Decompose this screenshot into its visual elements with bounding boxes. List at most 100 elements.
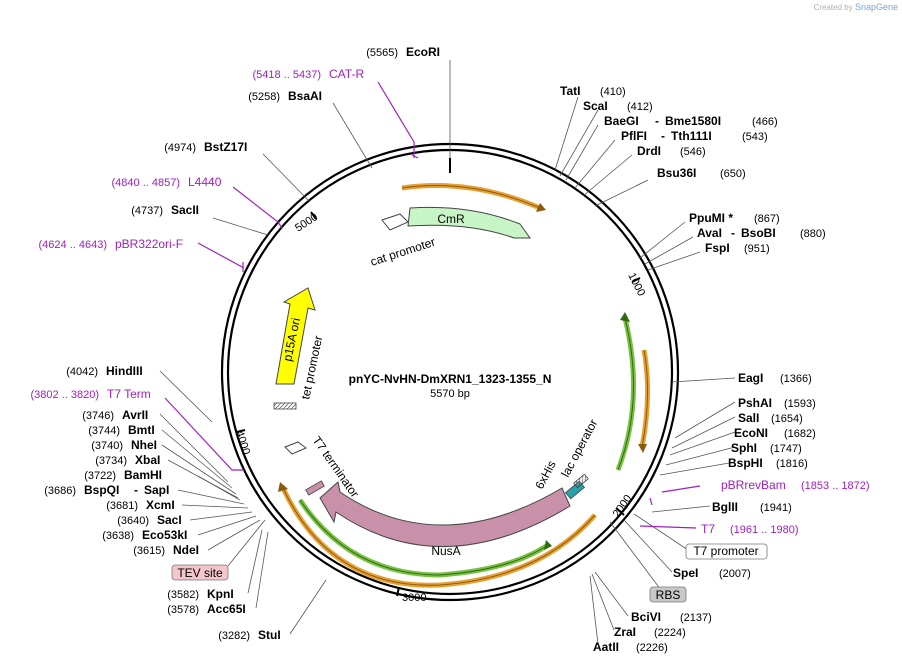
- site-sphi-name: SphI: [731, 441, 757, 455]
- tet-promoter-label: tet promoter: [298, 334, 325, 400]
- site-fspi-name: FspI: [705, 241, 730, 255]
- tick-marks: [236, 158, 641, 597]
- site-acc65i-name: Acc65I: [207, 602, 246, 616]
- site-avai-name: AvaI: [697, 226, 722, 240]
- cat-r-orange-arc: [401, 183, 541, 211]
- site-zrai-pos: (2224): [654, 627, 686, 639]
- his-tag-label: 6xHis: [532, 458, 558, 491]
- t7-promoter-box: [685, 543, 768, 560]
- site-cat-r-pos: (5418 .. 5437): [253, 69, 322, 81]
- site-eagi-pos: (1366): [780, 373, 812, 385]
- nusa-label: NusA: [431, 544, 460, 558]
- site-econi-pos: (1682): [784, 428, 816, 440]
- site-bsphi-pos: (1816): [776, 458, 808, 470]
- tet-promoter-mark: [273, 402, 297, 410]
- cat-r-arrowhead: [536, 203, 546, 212]
- site-bglii-name: BglII: [712, 500, 738, 514]
- site-bsaai-pos: (5258): [248, 91, 280, 103]
- site-sacii-name: SacII: [171, 203, 199, 217]
- site-bstz17i-pos: (4974): [164, 142, 196, 154]
- site-pflfi-pos: (543): [742, 131, 768, 143]
- snapgene-logo: SnapGene: [854, 2, 898, 12]
- site-l4440-pos: (4840 .. 4857): [112, 177, 181, 189]
- site-sali-pos: (1654): [771, 413, 803, 425]
- site-pshai-name: PshAI: [738, 396, 772, 410]
- site-drdi-name: DrdI: [637, 144, 661, 158]
- site-hindiii-name: HindIII: [106, 364, 143, 378]
- cat-promoter-arrow: [381, 213, 409, 231]
- site-baegi-sep: -: [655, 114, 659, 128]
- site-pshai-pos: (1593): [784, 398, 816, 410]
- site-pbrrevbam-pos: (1853 .. 1872): [801, 480, 870, 492]
- site-baegi-pos: (466): [752, 116, 778, 128]
- site-bcivi-name: BciVI: [631, 610, 661, 624]
- site-nhei-pos: (3740): [91, 440, 123, 452]
- t7-terminator-arrow: [284, 441, 307, 455]
- tev-site-box: [171, 564, 229, 581]
- site-pflfi-name: PflFI: [621, 129, 647, 143]
- site-bamhi-pos: (3722): [84, 470, 116, 482]
- site-drdi-pos: (546): [680, 146, 706, 158]
- leader-lines: [159, 60, 736, 645]
- plasmid-size: 5570 bp: [430, 388, 470, 400]
- tick-label-2000: 2000: [611, 493, 635, 520]
- site-tev-site-name: TEV site: [177, 566, 223, 580]
- site-xbai-name: XbaI: [135, 453, 160, 467]
- site-aatii-pos: (2226): [636, 642, 668, 654]
- site-bspqi-sep: -: [134, 483, 138, 497]
- nusa-arrow: [319, 481, 571, 548]
- site-fspi-pos: (951): [744, 243, 770, 255]
- site-avrii-pos: (3746): [82, 410, 114, 422]
- credit-text: Created by: [813, 3, 853, 12]
- site-ndei-pos: (3615): [133, 545, 165, 557]
- site-baegi-name: BaeGI: [604, 114, 639, 128]
- site-eco53ki-pos: (3638): [102, 530, 134, 542]
- site-tth111i-name: Tth111I: [671, 129, 712, 143]
- p15a-ori-arrow: [275, 287, 316, 385]
- site-t7-term-pos: (3802 .. 3820): [31, 389, 100, 401]
- site-scai-name: ScaI: [583, 99, 608, 113]
- site-sacii-pos: (4737): [131, 205, 163, 217]
- site-t7-pos: (1961 .. 1980): [730, 524, 799, 536]
- t7-term-feature: [305, 480, 325, 496]
- site-bspqi-name: BspQI: [84, 483, 119, 497]
- site-sphi-pos: (1747): [770, 443, 802, 455]
- site-eco53ki-name: Eco53kI: [142, 528, 187, 542]
- cat-promoter-label: cat promoter: [369, 235, 437, 269]
- site-ecori-name: EcoRI: [406, 45, 440, 59]
- bottom-orange-arrowhead: [278, 482, 288, 492]
- site-ndei-name: NdeI: [173, 543, 199, 557]
- tick-label-5000: 5000: [293, 211, 320, 234]
- site-bglii-pos: (1941): [760, 502, 792, 514]
- site-zrai-name: ZraI: [614, 625, 636, 639]
- site-rbs-name: RBS: [656, 588, 681, 602]
- site-eagi-name: EagI: [738, 371, 763, 385]
- site-sapi-name: SapI: [144, 483, 169, 497]
- site-t7-name: T7: [701, 522, 715, 536]
- site-stui-name: StuI: [258, 628, 281, 642]
- site-acc65i-pos: (3578): [167, 604, 199, 616]
- site-cat-r-name: CAT-R: [329, 67, 364, 81]
- site-ppumi-name: PpuMI *: [689, 211, 733, 225]
- site-pflfi-sep: -: [661, 129, 665, 143]
- site-bme1580i-name: Bme1580I: [665, 114, 721, 128]
- site-tati-name: TatI: [560, 84, 580, 98]
- site-avrii-name: AvrII: [122, 408, 148, 422]
- tick-label-1000: 1000: [625, 271, 647, 298]
- site-pbrrevbam-name: pBRrevBam: [721, 478, 786, 492]
- site-l4440-name: L4440: [188, 175, 222, 189]
- site-bmti-name: BmtI: [128, 423, 155, 437]
- right-orange-arrowhead: [638, 444, 647, 453]
- rbs-box: [649, 586, 687, 603]
- site-bsu36i-pos: (650): [720, 168, 746, 180]
- site-pbr322ori-f-pos: (4624 .. 4643): [39, 239, 108, 251]
- site-spei-pos: (2007): [719, 568, 751, 580]
- site-nhei-name: NheI: [131, 438, 157, 452]
- site-bcivi-pos: (2137): [680, 612, 712, 624]
- site-t7-promoter-name: T7 promoter: [693, 544, 758, 558]
- site-bsobi-name: BsoBI: [741, 226, 776, 240]
- bottom-green-arrowhead: [544, 540, 552, 550]
- cmr-arrow: [407, 206, 531, 239]
- site-t7-term-name: T7 Term: [107, 387, 151, 401]
